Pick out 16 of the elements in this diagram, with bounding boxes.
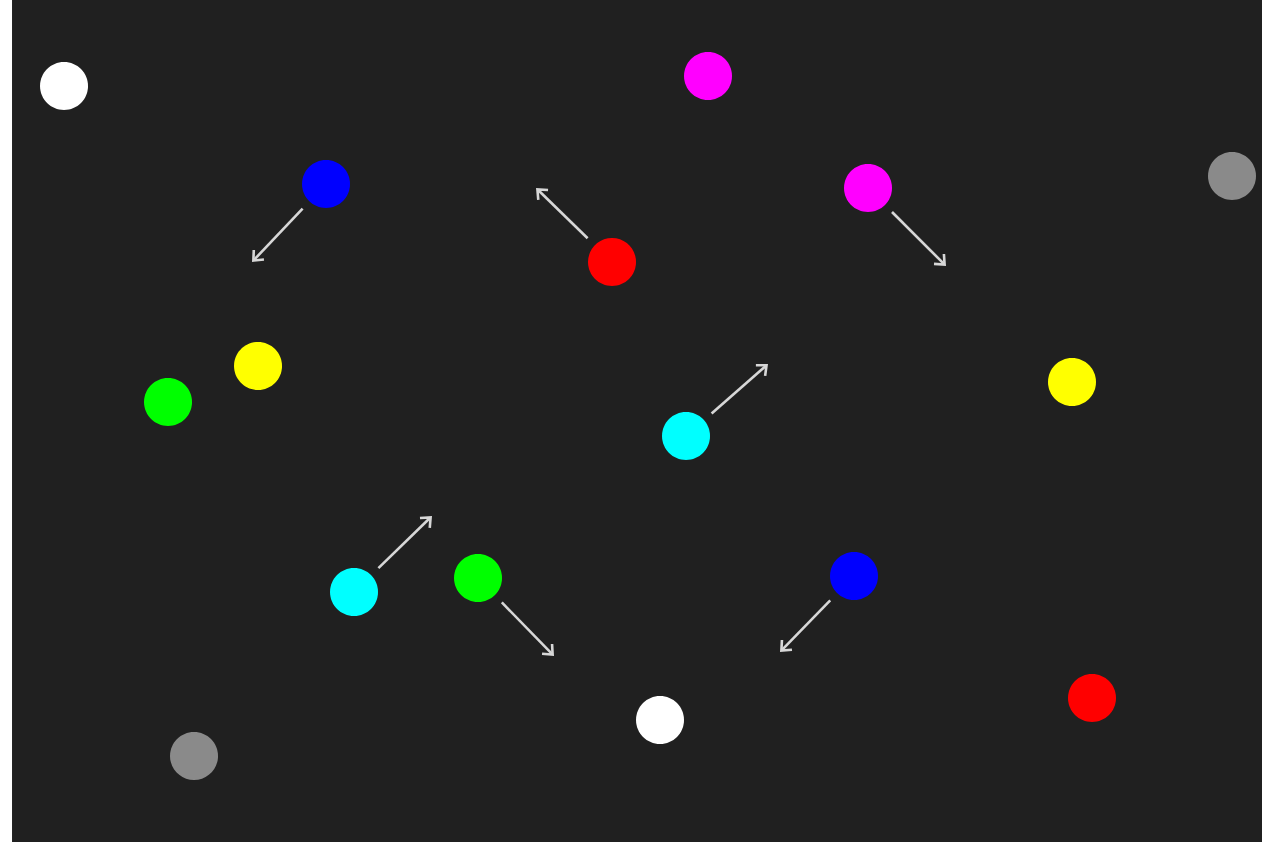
dot bbox=[302, 160, 350, 208]
dot bbox=[330, 568, 378, 616]
dot bbox=[454, 554, 502, 602]
dot bbox=[170, 732, 218, 780]
dot bbox=[636, 696, 684, 744]
dot bbox=[144, 378, 192, 426]
dot bbox=[234, 342, 282, 390]
dot bbox=[662, 412, 710, 460]
dot bbox=[1048, 358, 1096, 406]
dot bbox=[1208, 152, 1256, 200]
dot bbox=[844, 164, 892, 212]
dot bbox=[684, 52, 732, 100]
dot bbox=[40, 62, 88, 110]
dot bbox=[1068, 674, 1116, 722]
dot bbox=[588, 238, 636, 286]
dot bbox=[830, 552, 878, 600]
